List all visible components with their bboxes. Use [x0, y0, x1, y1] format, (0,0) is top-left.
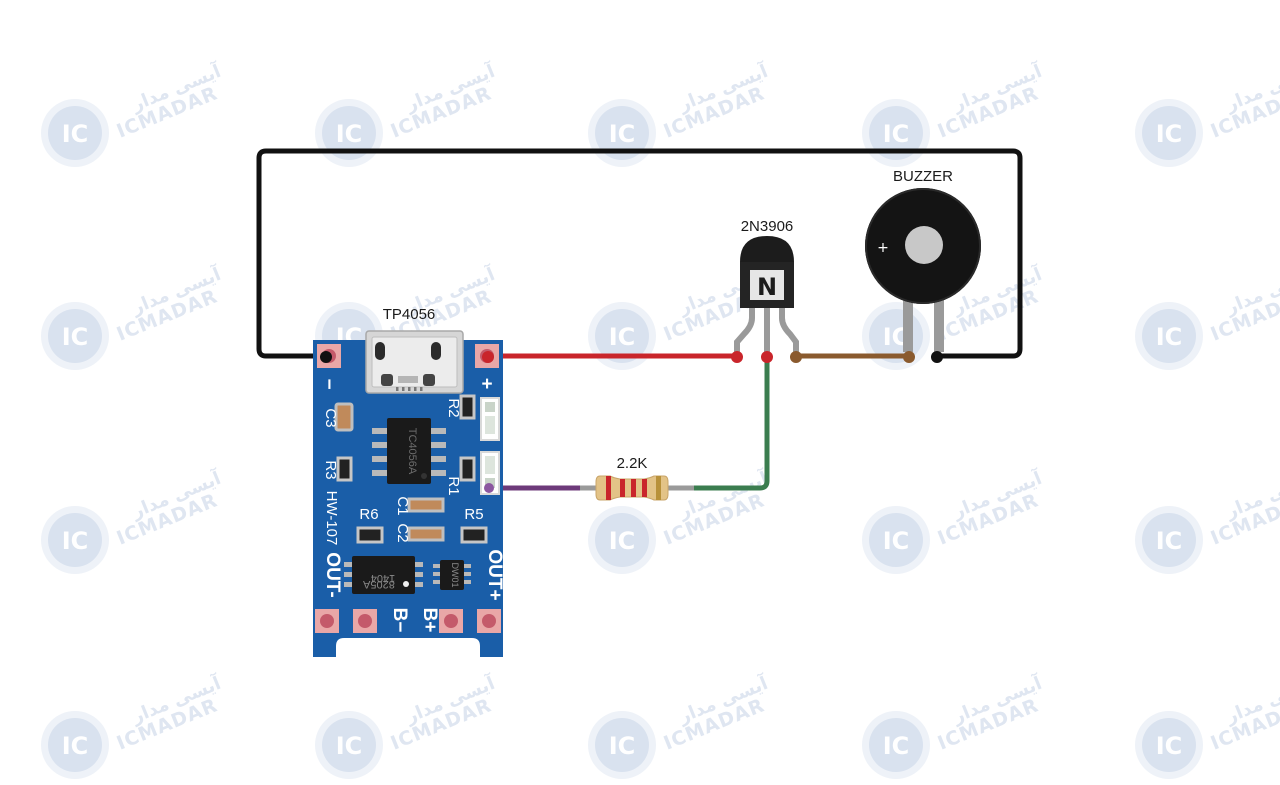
- pcb-minus-label: −: [318, 378, 339, 389]
- transistor-label: 2N3906: [741, 218, 794, 235]
- pcb-c2-label: C2: [394, 523, 411, 542]
- resistor-r1: [459, 456, 476, 482]
- resistor-2-2k[interactable]: 2.2K: [580, 455, 694, 501]
- buzzer-plus-mark: +: [877, 240, 889, 256]
- module-label: TP4056: [383, 306, 436, 323]
- capacitor-c2: [407, 526, 445, 542]
- watermark-badge: IC: [1156, 323, 1183, 351]
- watermark-badge: IC: [883, 527, 910, 555]
- watermark-badge: IC: [609, 120, 636, 148]
- led-charging: [480, 397, 500, 441]
- led-standby: [480, 451, 500, 495]
- pcb-r2-label: R2: [445, 398, 462, 417]
- watermark-badge: IC: [1156, 527, 1183, 555]
- buzzer-label: BUZZER: [893, 168, 953, 185]
- pcb-c1-label: C1: [394, 496, 411, 515]
- watermark-badge: IC: [1156, 120, 1183, 148]
- pcb-out-minus-label: OUT-: [322, 552, 343, 597]
- chip-tc4056a: TC4056A: [372, 418, 446, 484]
- micro-usb-connector[interactable]: [365, 330, 464, 394]
- pad-b-plus[interactable]: [439, 609, 463, 633]
- pad-out-plus[interactable]: [477, 609, 501, 633]
- watermark-badge: IC: [336, 120, 363, 148]
- watermark-badge: IC: [62, 732, 89, 760]
- pcb-r3-label: R3: [322, 460, 339, 479]
- watermark-badge: IC: [62, 323, 89, 351]
- pad-purple-wire: [484, 483, 494, 493]
- watermark-badge: IC: [883, 120, 910, 148]
- pcb-hw-label: HW-107: [323, 491, 340, 546]
- pcb-r5-label: R5: [464, 506, 483, 523]
- pcb-out-plus-label: OUT+: [484, 549, 505, 600]
- buzzer[interactable]: BUZZER +: [865, 168, 981, 363]
- watermark-badge: IC: [1156, 732, 1183, 760]
- resistor-r6: [356, 526, 384, 544]
- capacitor-c3: [334, 402, 354, 432]
- watermark-badge: IC: [62, 120, 89, 148]
- pcb-c3-label: C3: [322, 408, 339, 427]
- resistor-r5: [460, 526, 488, 544]
- watermark-badge: IC: [336, 732, 363, 760]
- pcb-b-minus-label: B−: [389, 608, 410, 633]
- wire-green-base: [692, 362, 770, 491]
- watermark-badge: IC: [609, 527, 636, 555]
- chip-dw01-label: DW01: [450, 562, 460, 587]
- pcb-r6-label: R6: [359, 506, 378, 523]
- chip-dw01: DW01: [433, 560, 471, 590]
- watermark-badge: IC: [883, 732, 910, 760]
- transistor-marking: N: [757, 273, 777, 301]
- tp4056-module[interactable]: TP4056 − +: [313, 306, 505, 657]
- chip-tc4056a-label: TC4056A: [406, 428, 418, 475]
- watermark-badge: IC: [609, 323, 636, 351]
- pcb-b-plus-label: B+: [419, 608, 440, 633]
- resistor-r3: [336, 456, 353, 482]
- chip-8205a-code: 1404: [371, 572, 395, 584]
- resistor-label: 2.2K: [617, 455, 648, 472]
- pad-b-minus[interactable]: [353, 609, 377, 633]
- chip-8205a: 1404 8205A: [344, 556, 423, 594]
- resistor-r2: [459, 394, 476, 420]
- watermark-badge: IC: [609, 732, 636, 760]
- pcb-plus-label: +: [481, 374, 492, 395]
- capacitor-c1: [407, 497, 445, 513]
- transistor-2n3906[interactable]: 2N3906 N: [731, 218, 802, 363]
- wire-black-ground: [256, 148, 1023, 359]
- chip-8205a-label: 8205A: [362, 578, 394, 590]
- watermark-badge: IC: [62, 527, 89, 555]
- pcb-r1-label: R1: [445, 476, 462, 495]
- pad-out-minus[interactable]: [315, 609, 339, 633]
